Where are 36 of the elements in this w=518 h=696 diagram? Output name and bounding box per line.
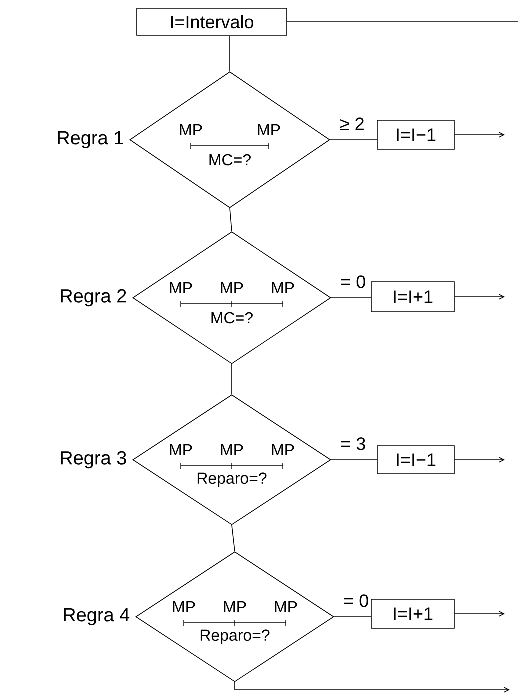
mp-label: MP bbox=[173, 602, 196, 612]
mp-label: MP bbox=[170, 282, 192, 294]
mp-label: MP bbox=[224, 602, 246, 612]
mp-label: MP bbox=[170, 444, 192, 456]
mp-label: MP bbox=[221, 282, 244, 294]
rule-label: Regra 1 bbox=[58, 132, 124, 148]
mp-label: MP bbox=[221, 444, 244, 456]
process-box: I=I−1 bbox=[377, 120, 455, 150]
rule-label: Regra 4 bbox=[64, 608, 130, 626]
mp-label: MP bbox=[180, 124, 202, 136]
process-box: I=Intervalo bbox=[136, 8, 288, 36]
question-label: Reparo=? bbox=[200, 630, 270, 644]
connector bbox=[234, 682, 510, 693]
connector bbox=[454, 457, 505, 463]
connector bbox=[230, 208, 232, 232]
mp-label: MP bbox=[272, 282, 294, 294]
edge-label: = 3 bbox=[342, 438, 366, 450]
process-box: I=I+1 bbox=[371, 282, 455, 312]
process-box: I=I−1 bbox=[377, 446, 455, 474]
connector bbox=[454, 294, 505, 300]
rule-label: Regra 3 bbox=[61, 451, 126, 469]
question-label: MC=? bbox=[210, 154, 251, 166]
edge-label: = 0 bbox=[344, 594, 368, 608]
question-label: Reparo=? bbox=[198, 472, 267, 488]
connector bbox=[454, 611, 505, 617]
connector bbox=[334, 616, 372, 618]
mp-label: MP bbox=[258, 124, 280, 136]
rule-label: Regra 2 bbox=[61, 289, 126, 307]
connector bbox=[232, 525, 236, 552]
connector bbox=[454, 132, 505, 138]
edge-label: ≥ 2 bbox=[340, 118, 364, 130]
mp-label: MP bbox=[275, 602, 298, 612]
question-label: MC=? bbox=[212, 312, 253, 324]
mp-label: MP bbox=[272, 444, 294, 456]
process-box: I=I+1 bbox=[371, 599, 455, 629]
edge-label: = 0 bbox=[342, 276, 366, 288]
